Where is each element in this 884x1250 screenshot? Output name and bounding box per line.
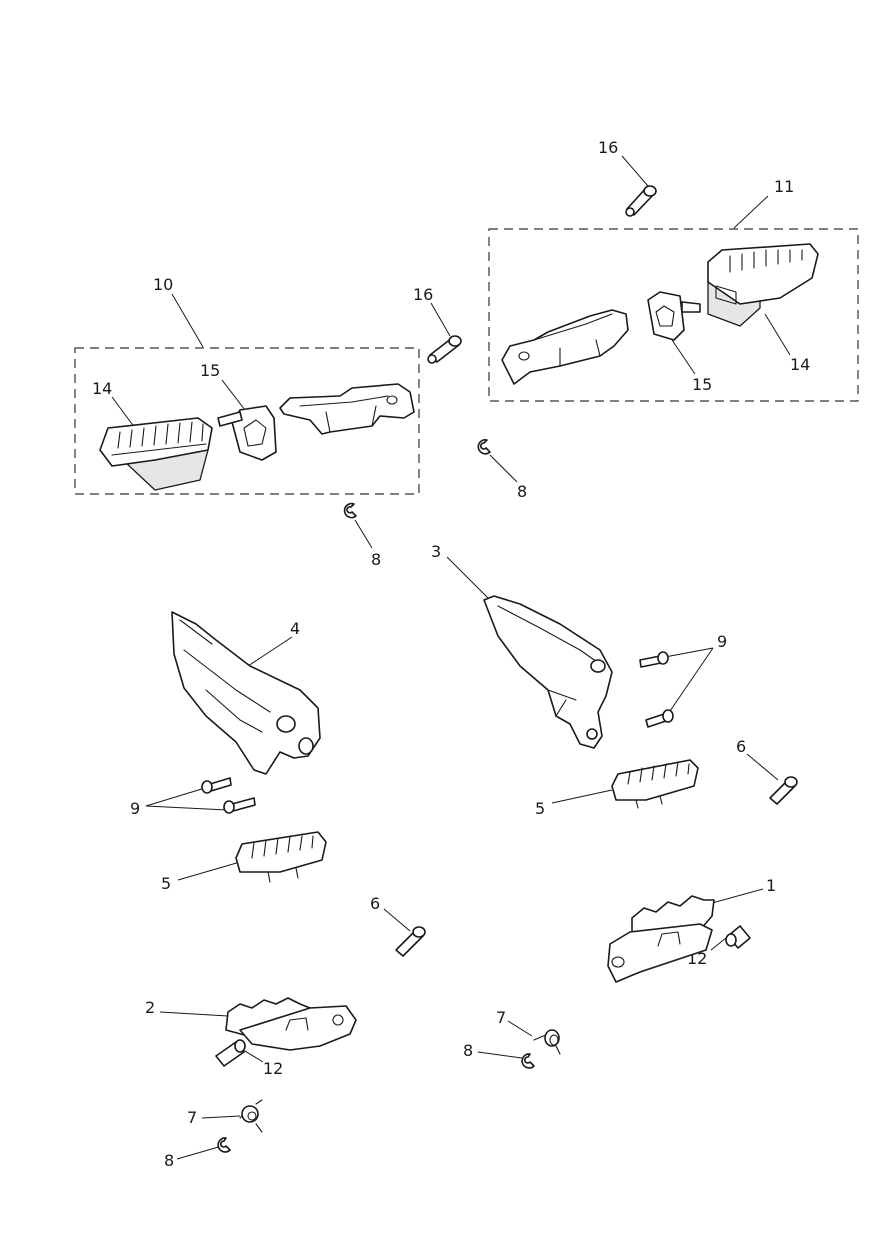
bush-15-right	[647, 291, 701, 341]
bolt-9-right-upper	[639, 651, 669, 668]
callout-3: 3	[431, 542, 441, 561]
callout-7-left: 7	[187, 1108, 197, 1127]
callout-4: 4	[290, 619, 300, 638]
bolt-9-right-lower	[645, 709, 674, 728]
callout-16-top: 16	[598, 138, 618, 157]
callout-2: 2	[145, 998, 155, 1017]
assembly-box-11	[488, 228, 859, 402]
callout-9-left: 9	[130, 799, 140, 818]
circlip-8-upper-left	[343, 502, 357, 519]
callout-11: 11	[774, 177, 794, 196]
footrest-hanger-3	[483, 595, 613, 749]
pin-6-right	[769, 776, 798, 805]
callout-8-upper-left: 8	[371, 550, 381, 569]
footrest-rubber-14-right	[707, 243, 819, 327]
pin-12-right	[725, 925, 751, 949]
footrest-hanger-right-box	[501, 309, 629, 385]
bolt-9-left-upper	[201, 777, 232, 794]
pin-6-left	[395, 926, 426, 957]
callout-6-right: 6	[736, 737, 746, 756]
callout-1: 1	[766, 876, 776, 895]
callout-8-lower-right: 8	[463, 1041, 473, 1060]
footrest-2	[225, 997, 357, 1051]
callout-5-right: 5	[535, 799, 545, 818]
footrest-hanger-4	[171, 611, 321, 775]
footrest-hanger-left-box	[279, 383, 415, 435]
pin-16-mid	[427, 335, 462, 364]
leader-lines	[111, 155, 791, 1160]
callout-15-right: 15	[692, 375, 712, 394]
callout-14-right: 14	[790, 355, 810, 374]
bolt-9-left-lower	[223, 797, 256, 814]
callout-5-left: 5	[161, 874, 171, 893]
callout-6-left: 6	[370, 894, 380, 913]
pin-12-left	[215, 1039, 246, 1067]
footrest-1	[607, 895, 715, 983]
callout-12-left: 12	[263, 1059, 283, 1078]
spring-7-right	[533, 1029, 561, 1055]
callout-15-left: 15	[200, 361, 220, 380]
circlip-8-lower-right	[521, 1053, 535, 1069]
callout-8-upper-right: 8	[517, 482, 527, 501]
assembly-box-10	[74, 347, 420, 495]
footrest-rubber-14-left	[99, 417, 213, 491]
bush-15-left	[217, 405, 277, 461]
pin-16-top	[625, 185, 657, 217]
spring-7-left	[239, 1099, 263, 1133]
footrest-rubber-5-right	[611, 759, 699, 809]
circlip-8-upper-right	[477, 439, 491, 455]
circlip-8-lower-left	[217, 1137, 231, 1153]
callout-10: 10	[153, 275, 173, 294]
callout-14-left: 14	[92, 379, 112, 398]
callout-8-lower-left: 8	[164, 1151, 174, 1170]
callout-9-right: 9	[717, 632, 727, 651]
callout-16-mid: 16	[413, 285, 433, 304]
callout-7-right: 7	[496, 1008, 506, 1027]
footrest-rubber-5-left	[235, 831, 327, 883]
